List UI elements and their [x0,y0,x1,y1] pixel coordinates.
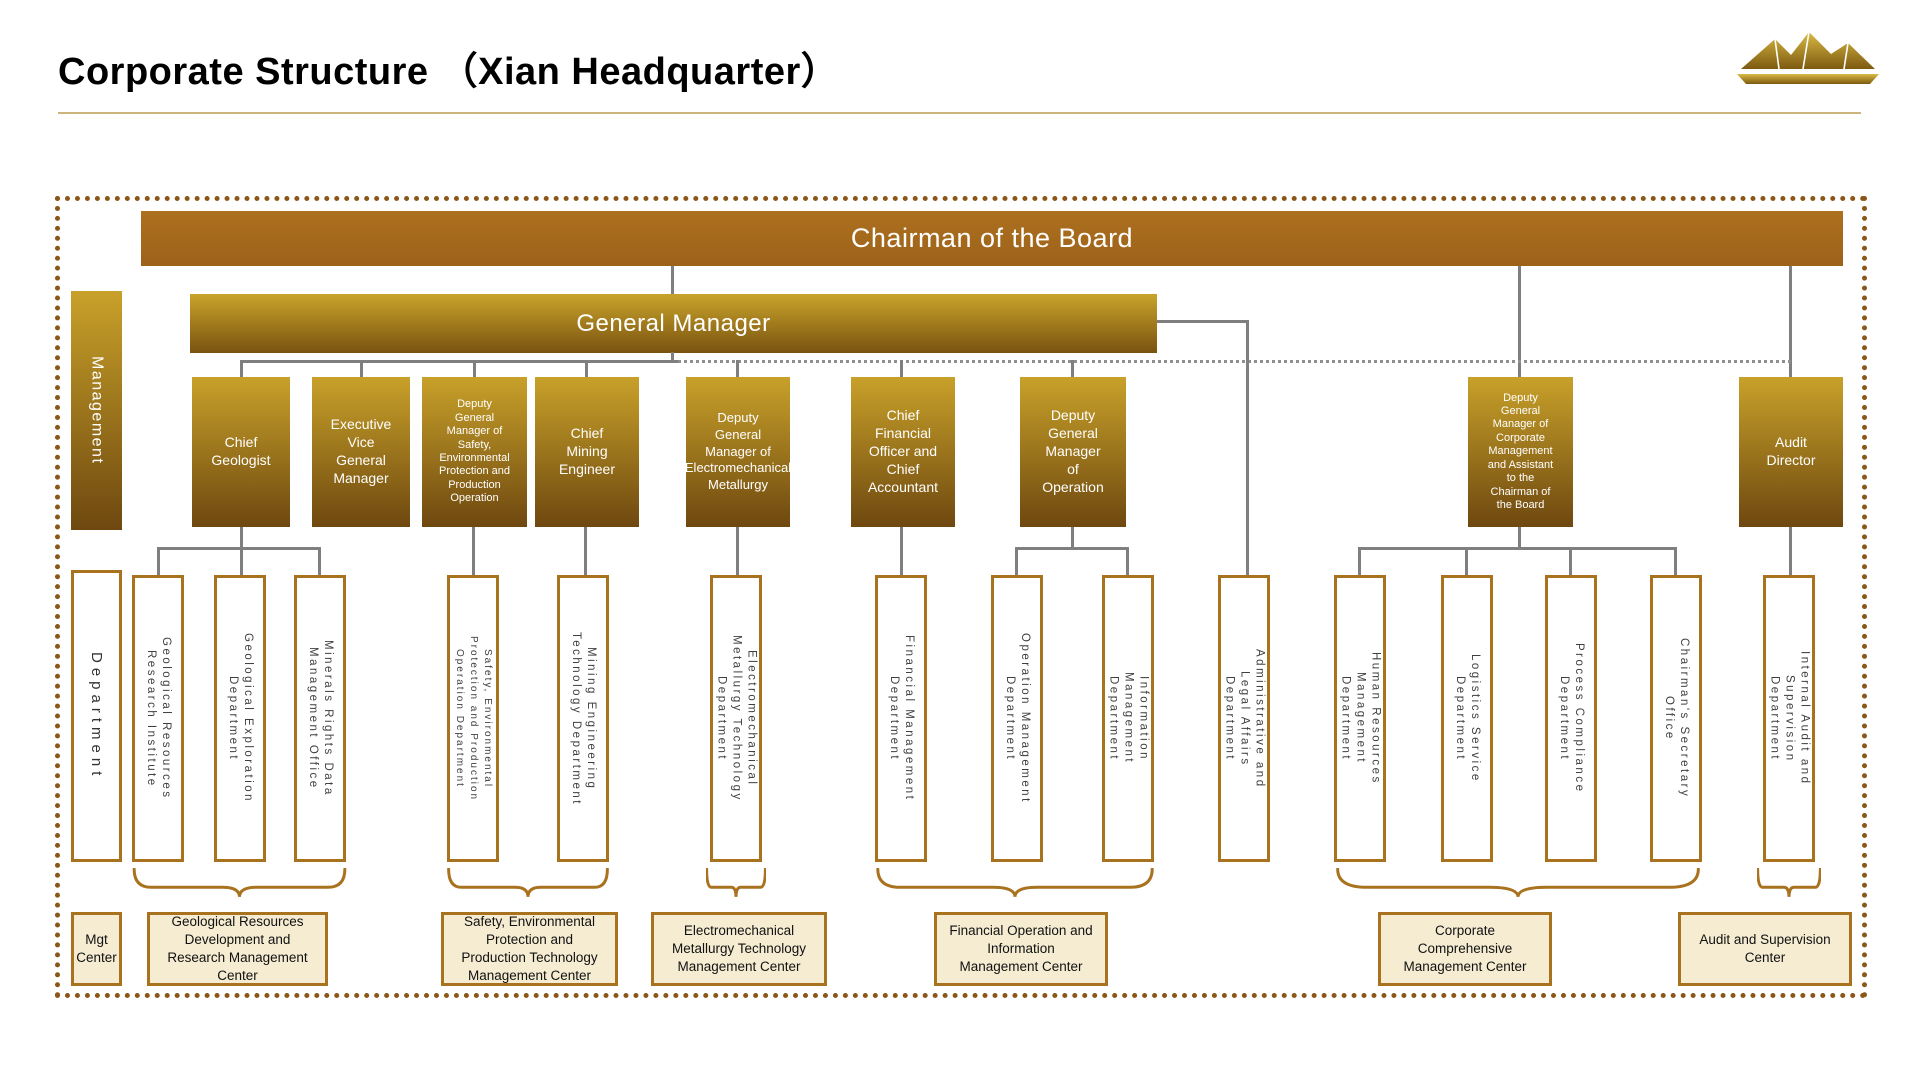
connector-stub [473,360,476,377]
connector-chairman-gm [671,266,674,294]
dept-geo-exploration: Geological Exploration Department [214,575,266,862]
connector-geologist-drop [240,527,243,575]
dept-safety-operation: Safety, Environmental Protection and Pro… [447,575,499,862]
chairman-node: Chairman of the Board [141,211,1843,266]
manager-dgm-safety: Deputy General Manager of Safety, Enviro… [422,377,527,527]
dept-label: Financial Management Department [888,635,915,802]
connector-cfo-drop [900,527,903,575]
dept-label: Electromechanical Metallurgy Technology … [715,635,758,802]
manager-dgm-operation: Deputy General Manager of Operation [1020,377,1126,527]
dept-chairman-secretary: Chairman's Secretary Office [1650,575,1702,862]
center-corporate-comprehensive: Corporate Comprehensive Management Cente… [1378,912,1552,986]
page-title: Corporate Structure （Xian Headquarter） [58,51,840,93]
connector-stub [240,360,243,377]
dept-label: Minerals Rights Data Management Office [307,640,334,797]
general-manager-label: General Manager [576,309,771,337]
connector-stub [318,547,321,575]
connector-stub [736,360,739,377]
dept-mining-engineering: Mining Engineering Technology Department [557,575,609,862]
center-safety-production: Safety, Environmental Protection and Pro… [441,912,618,986]
dept-process-compliance: Process Compliance Department [1545,575,1597,862]
connector-stub [900,360,903,377]
dept-label: Human Resources Management Department [1339,652,1382,785]
brace-safety-group [447,868,609,898]
dept-label: Logistics Service Department [1454,654,1481,783]
dept-label: Administrative and Legal Affairs Departm… [1223,648,1266,789]
dept-label: Geological Resources Research Institute [145,637,172,800]
manager-dgm-electromechanical: Deputy General Manager of Electromechani… [685,377,791,527]
center-audit-supervision: Audit and Supervision Center [1678,912,1852,986]
connector-corporate-drop [1518,527,1521,549]
connector-operation-fan [1015,547,1128,550]
dept-label: Safety, Environmental Protection and Pro… [454,635,493,802]
dept-label: Information Management Department [1107,672,1150,765]
dept-geo-research-institute: Geological Resources Research Institute [132,575,184,862]
dept-label: Chairman's Secretary Office [1663,638,1690,799]
connector-audit-drop [1789,527,1792,575]
center-mgt: Mgt Center [71,912,122,986]
connector-rail-solid [241,360,678,363]
connector-electromech-drop [736,527,739,575]
dept-internal-audit: Internal Audit and Supervision Departmen… [1763,575,1815,862]
connector-mining-drop [584,527,587,575]
connector-geologist-fan [157,547,320,550]
chart-frame [55,196,1867,998]
dept-label: Operation Management Department [1004,633,1031,804]
row-label-department: Department [71,570,122,862]
brace-audit-group [1757,868,1821,898]
center-financial-information: Financial Operation and Information Mana… [934,912,1108,986]
row-label-management: Management [71,291,122,530]
connector-stub [1569,547,1572,575]
connector-chairman-audit [1789,266,1792,377]
brace-electromech-group [706,868,766,898]
dept-label: Internal Audit and Supervision Departmen… [1768,651,1811,786]
connector-stub [1358,547,1361,575]
connector-corporate-fan [1358,547,1676,550]
manager-chief-geologist: Chief Geologist [192,377,290,527]
dept-minerals-rights: Minerals Rights Data Management Office [294,575,346,862]
dept-electromech-metallurgy: Electromechanical Metallurgy Technology … [710,575,762,862]
connector-stub [1015,547,1018,575]
brace-geological-group [132,868,347,898]
dept-logistics-service: Logistics Service Department [1441,575,1493,862]
connector-chairman-corporate-dgm [1518,266,1521,377]
dept-financial-management: Financial Management Department [875,575,927,862]
connector-stub [360,360,363,377]
manager-audit-director: Audit Director [1739,377,1843,527]
manager-cfo: Chief Financial Officer and Chief Accoun… [851,377,955,527]
department-label: Department [88,651,105,781]
connector-stub [1465,547,1468,575]
connector-stub [585,360,588,377]
connector-stub [157,547,160,575]
center-geological-resources: Geological Resources Development and Res… [147,912,328,986]
chairman-label: Chairman of the Board [850,223,1134,253]
connector-stub [1071,360,1074,377]
center-electromech-metallurgy: Electromechanical Metallurgy Technology … [651,912,827,986]
dept-admin-legal: Administrative and Legal Affairs Departm… [1218,575,1270,862]
manager-executive-vice-gm: Executive Vice General Manager [312,377,410,527]
manager-chief-mining-engineer: Chief Mining Engineer [535,377,639,527]
connector-gm-admin-v [1246,320,1249,575]
connector-stub [1674,547,1677,575]
connector-operation-drop [1071,527,1074,549]
connector-safety-drop [472,527,475,575]
dept-label: Process Compliance Department [1558,643,1585,794]
dept-information-management: Information Management Department [1102,575,1154,862]
management-label: Management [88,356,106,465]
header-divider [58,112,1861,114]
connector-gm-drop [671,352,674,361]
connector-stub [1126,547,1129,575]
dept-operation-management: Operation Management Department [991,575,1043,862]
brace-corporate-group [1334,868,1702,898]
dept-label: Geological Exploration Department [227,633,254,804]
dept-label: Mining Engineering Technology Department [570,631,597,806]
manager-dgm-corporate: Deputy General Manager of Corporate Mana… [1468,377,1573,527]
brace-financial-group [875,868,1155,898]
dept-human-resources: Human Resources Management Department [1334,575,1386,862]
connector-rail-dotted [678,360,1791,363]
gold-mountain-logo-icon [1733,26,1883,92]
connector-gm-admin-h [1157,320,1249,323]
general-manager-node: General Manager [190,294,1157,353]
